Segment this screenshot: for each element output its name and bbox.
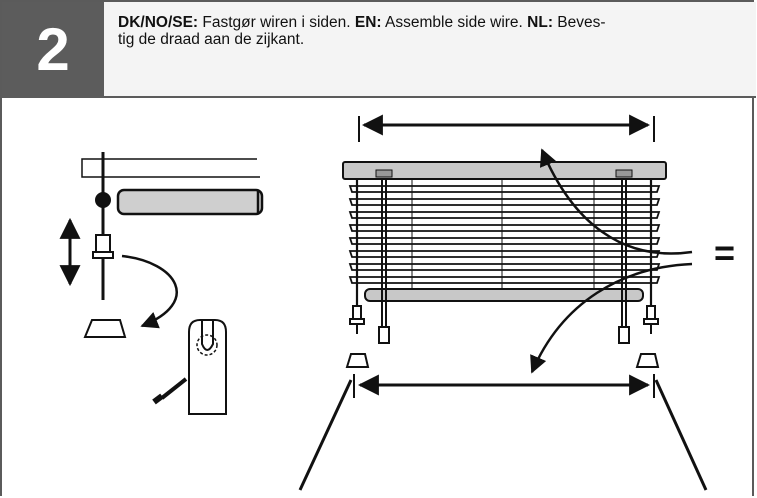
left-detail-view xyxy=(81,152,264,300)
lang-label-nl: NL: xyxy=(527,14,553,31)
step-number-badge: 2 xyxy=(2,2,104,98)
curved-arrow-icon xyxy=(121,254,178,329)
text-dk: Fastgør wiren i siden. xyxy=(198,14,355,31)
equal-symbol: = xyxy=(714,232,735,273)
text-nl: Beves- xyxy=(553,14,606,31)
lang-label-dk: DK/NO/SE: xyxy=(118,14,199,31)
text-nl-continued: tig de draad aan de zijkant. xyxy=(118,31,305,48)
wire-end-cap-icon xyxy=(83,319,127,338)
assembly-illustration: = xyxy=(59,114,735,491)
step-header: 2 DK/NO/SE: Fastgør wiren i siden. EN: A… xyxy=(2,2,756,98)
text-en: Assemble side wire. xyxy=(381,14,528,31)
step-instructions: DK/NO/SE: Fastgør wiren i siden. EN: Ass… xyxy=(118,14,736,48)
blind-main-view xyxy=(298,114,708,491)
step-number: 2 xyxy=(36,16,70,83)
lang-label-en: EN: xyxy=(354,14,382,31)
side-bracket-icon xyxy=(188,319,227,415)
screw-icon xyxy=(152,377,188,405)
